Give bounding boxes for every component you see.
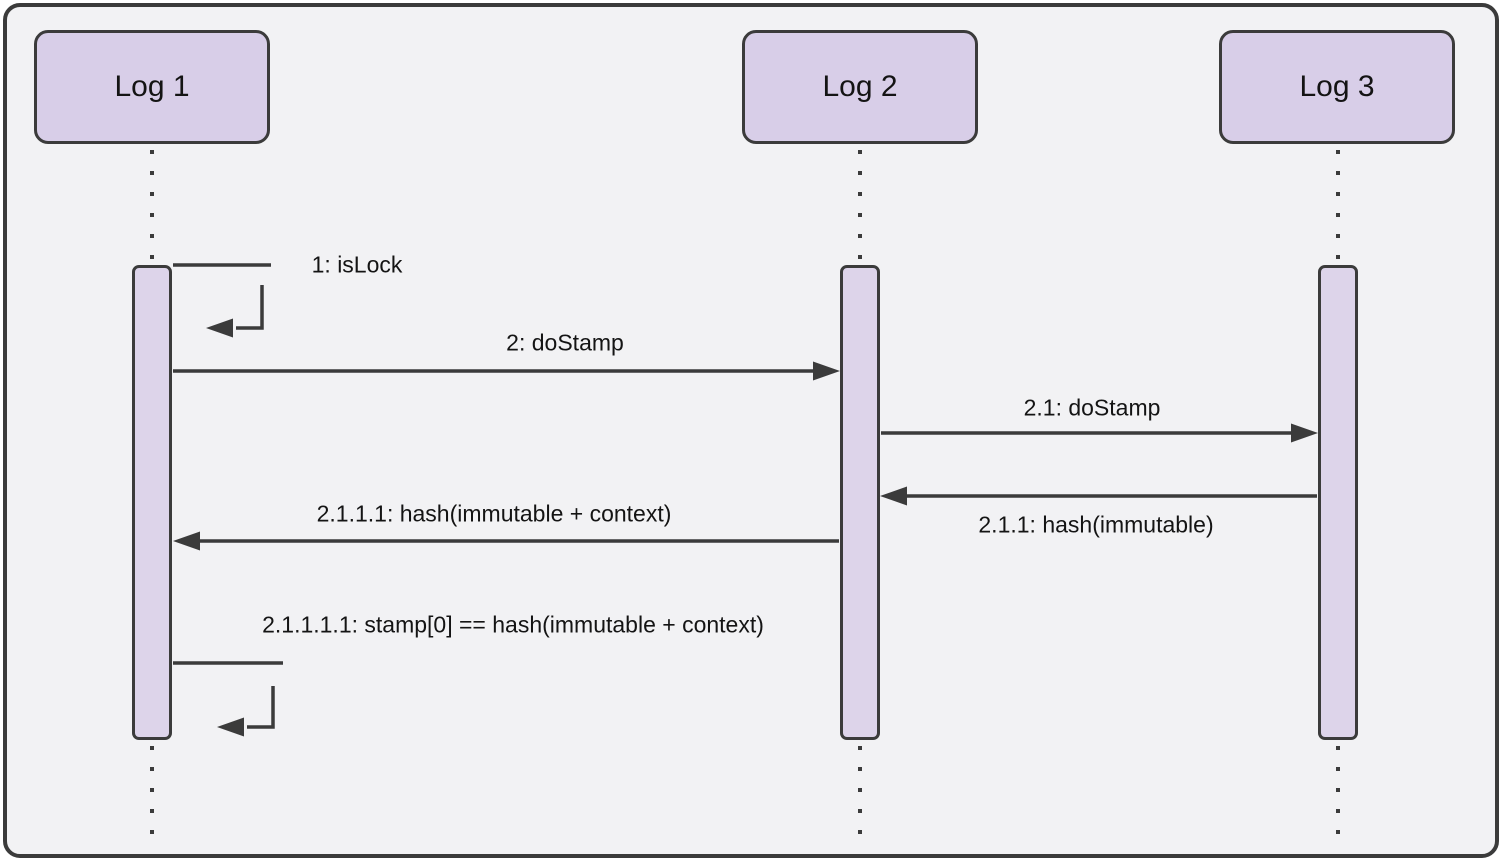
lifeline-log-1-top (150, 150, 154, 262)
message-2-1-1-arrow (880, 486, 1317, 506)
message-2-1-1-1-arrow (173, 531, 839, 551)
message-2-1-arrow (881, 423, 1318, 443)
message-2-1-1-1-1-label: 2.1.1.1.1: stamp[0] == hash(immutable + … (262, 611, 764, 638)
actor-box-log-1: Log 1 (34, 30, 270, 144)
message-2-1-1-1-1-self-arrow (173, 661, 283, 737)
message-1-self-arrow (173, 263, 271, 338)
activation-bar-log-1 (132, 265, 172, 740)
actor-label-log-1: Log 1 (114, 70, 190, 103)
message-2-1-1-label: 2.1.1: hash(immutable) (978, 511, 1214, 538)
diagram-frame (3, 3, 1499, 858)
message-2-1-1-1-label: 2.1.1.1: hash(immutable + context) (316, 500, 672, 527)
actor-label-log-2: Log 2 (822, 70, 898, 103)
activation-bar-log-2 (840, 265, 880, 740)
actor-label-log-3: Log 3 (1299, 70, 1375, 103)
message-2-1-label: 2.1: doStamp (1023, 394, 1161, 421)
message-2-label: 2: doStamp (506, 329, 624, 356)
lifeline-log-3-top (1336, 150, 1340, 262)
message-2-arrow (173, 361, 840, 381)
lifeline-log-2-bottom (858, 746, 862, 848)
actor-box-log-3: Log 3 (1219, 30, 1455, 144)
message-1-label: 1: isLock (311, 251, 403, 278)
lifeline-log-2-top (858, 150, 862, 262)
lifeline-log-1-bottom (150, 746, 154, 848)
lifeline-log-3-bottom (1336, 746, 1340, 848)
activation-bar-log-3 (1318, 265, 1358, 740)
actor-box-log-2: Log 2 (742, 30, 978, 144)
